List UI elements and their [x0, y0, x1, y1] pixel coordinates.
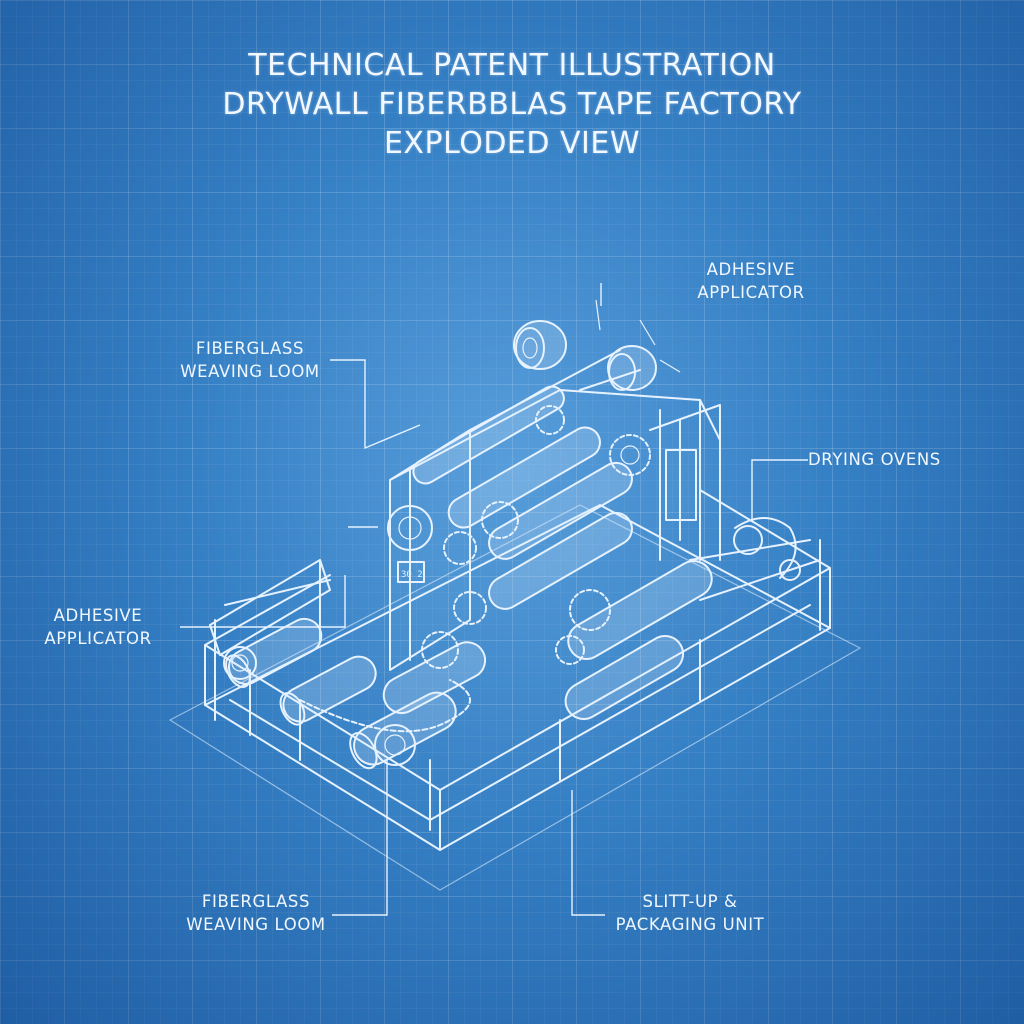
label-adhesive-applicator-top: ADHESIVE APPLICATOR	[676, 258, 826, 304]
label-line: FIBERGLASS	[201, 892, 311, 911]
title-line-3: EXPLODED VIEW	[383, 126, 641, 161]
label-drying-ovens: DRYING OVENS	[808, 448, 973, 471]
tower-rollers	[412, 385, 713, 720]
ground-plane	[168, 504, 862, 891]
leader-lines	[180, 283, 808, 916]
base-frame	[204, 489, 831, 851]
label-line: PACKAGING UNIT	[615, 915, 765, 934]
diagram-title: TECHNICAL PATENT ILLUSTRATION DRYWALL FI…	[0, 46, 1024, 163]
exploded-spools	[513, 299, 681, 391]
label-line: WEAVING LOOM	[180, 362, 320, 381]
drying-oven-frame	[649, 404, 821, 631]
title-line-1: TECHNICAL PATENT ILLUSTRATION	[248, 48, 776, 83]
label-fiberglass-loom-top: FIBERGLASS WEAVING LOOM	[170, 337, 330, 383]
label-line: FIBERGLASS	[195, 339, 305, 358]
label-line: WEAVING LOOM	[186, 915, 326, 934]
label-line: SLITT-UP &	[642, 892, 738, 911]
label-adhesive-applicator-left: ADHESIVE APPLICATOR	[28, 604, 168, 650]
drive-gears	[387, 405, 651, 669]
label-slitter-packaging-unit: SLITT-UP & PACKAGING UNIT	[605, 890, 775, 936]
label-line: ADHESIVE	[53, 606, 143, 625]
title-line-2: DRYWALL FIBERBBLAS TAPE FACTORY	[222, 87, 802, 122]
label-line: APPLICATOR	[44, 629, 152, 648]
label-line: DRYING OVENS	[808, 450, 941, 469]
label-line: APPLICATOR	[697, 283, 805, 302]
left-rollers	[223, 617, 487, 770]
machine-plate-text: 30 2	[401, 570, 423, 580]
label-line: ADHESIVE	[706, 260, 796, 279]
label-fiberglass-loom-bottom: FIBERGLASS WEAVING LOOM	[176, 890, 336, 936]
drive-chain	[299, 679, 471, 733]
